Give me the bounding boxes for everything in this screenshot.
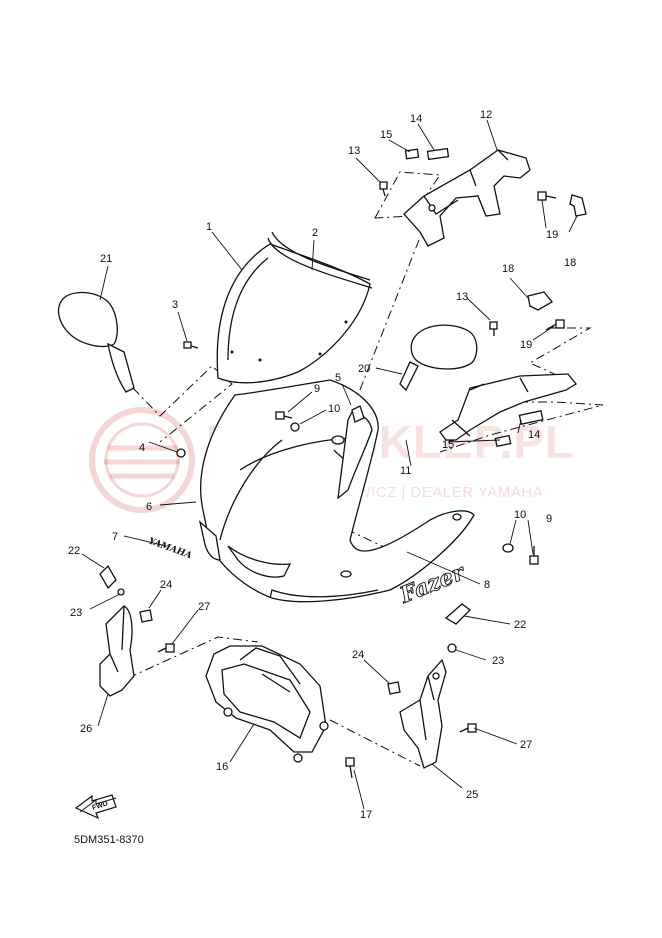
callout-24-left: 24	[160, 579, 172, 591]
screw-13b	[489, 321, 498, 336]
mirror-left	[57, 291, 135, 393]
callout-6: 6	[146, 501, 152, 513]
nut-24a	[139, 609, 153, 623]
windscreen	[216, 243, 371, 384]
stay-bracket-upper	[403, 149, 531, 247]
callout-10-upper: 10	[328, 403, 340, 415]
callout-4: 4	[139, 442, 145, 454]
callout-19-lower: 19	[520, 339, 532, 351]
windscreen-seal	[267, 231, 373, 289]
callout-27-left: 27	[198, 601, 210, 613]
yamaha-decal: YAMAHA	[147, 536, 193, 561]
callout-15-upper: 15	[380, 129, 392, 141]
callout-12: 12	[480, 109, 492, 121]
bolt-19a	[537, 191, 557, 201]
callout-23-left: 23	[70, 607, 82, 619]
assembly-line-stay	[351, 239, 420, 411]
watermark-logo	[89, 407, 195, 513]
bracket-left-26	[99, 605, 135, 697]
callout-22-right: 22	[514, 619, 526, 631]
callout-14-lower: 14	[528, 429, 540, 441]
inner-duct	[337, 405, 373, 500]
assembly-line-mirror-left	[132, 365, 233, 443]
callout-5: 5	[335, 372, 341, 384]
grommet-10a	[290, 422, 300, 432]
callouts: 1 2 3 4 5 6 7 8 9 9 10 10 11 12 13 13 14…	[68, 109, 576, 821]
callout-11: 11	[400, 465, 411, 477]
callout-15-lower: 15	[442, 439, 454, 451]
mirror-right	[399, 324, 478, 392]
clip-18a	[569, 194, 587, 217]
callout-7: 7	[112, 531, 118, 543]
callout-25: 25	[466, 789, 478, 801]
bolt-27b	[459, 723, 477, 733]
bracket-right-25	[399, 658, 447, 769]
bolt-27a	[157, 643, 175, 653]
callout-27-right: 27	[520, 739, 532, 751]
bolt-19b	[545, 319, 565, 331]
callout-9-lower: 9	[546, 513, 552, 525]
callout-18-upper: 18	[564, 257, 576, 269]
callout-21: 21	[100, 253, 112, 265]
callout-14-upper: 14	[410, 113, 422, 125]
assembly-line-inner	[528, 327, 592, 383]
screw-13a	[379, 181, 388, 197]
callout-10-lower: 10	[514, 509, 526, 521]
callout-24-right: 24	[352, 649, 364, 661]
callout-16: 16	[216, 761, 228, 773]
callout-2: 2	[312, 227, 318, 239]
assembly-line-bracket	[374, 171, 441, 219]
clip-18b	[527, 291, 553, 311]
bolt-9a	[275, 411, 293, 420]
callout-19-upper: 19	[546, 229, 558, 241]
callout-1: 1	[206, 221, 212, 233]
screw-3	[183, 341, 199, 349]
callout-18-lower: 18	[502, 263, 514, 275]
callout-13-upper: 13	[348, 145, 360, 157]
leader-lines	[81, 119, 578, 810]
grommet-10b	[502, 543, 514, 553]
fwd-arrow-icon: FWD	[74, 794, 117, 820]
assembly-line-bracket-left	[127, 636, 259, 679]
hardware	[117, 181, 587, 779]
upper-cowling	[198, 379, 475, 603]
screw-23a	[117, 588, 125, 596]
bolt-9b	[529, 546, 539, 565]
assembly-line-inner-b	[439, 401, 604, 453]
callout-26: 26	[80, 723, 92, 735]
washer-4	[176, 448, 186, 458]
fwd-label: FWD	[91, 800, 108, 812]
callout-3: 3	[172, 299, 178, 311]
callout-9-upper: 9	[314, 383, 320, 395]
nut-24b	[387, 681, 401, 695]
callout-17: 17	[360, 809, 372, 821]
diagram-code: 5DM351-8370	[74, 834, 144, 846]
stay-bracket-lower	[439, 373, 577, 441]
callout-23-right: 23	[492, 655, 504, 667]
callout-13-lower: 13	[456, 291, 468, 303]
damper-plates	[99, 564, 471, 625]
assembly-line-bracket-right	[329, 719, 421, 767]
callout-22-left: 22	[68, 545, 80, 557]
callout-8: 8	[484, 579, 490, 591]
bolt-17	[345, 757, 355, 779]
callout-20: 20	[358, 363, 370, 375]
screw-23b	[447, 643, 457, 653]
stay-frame	[205, 645, 329, 763]
